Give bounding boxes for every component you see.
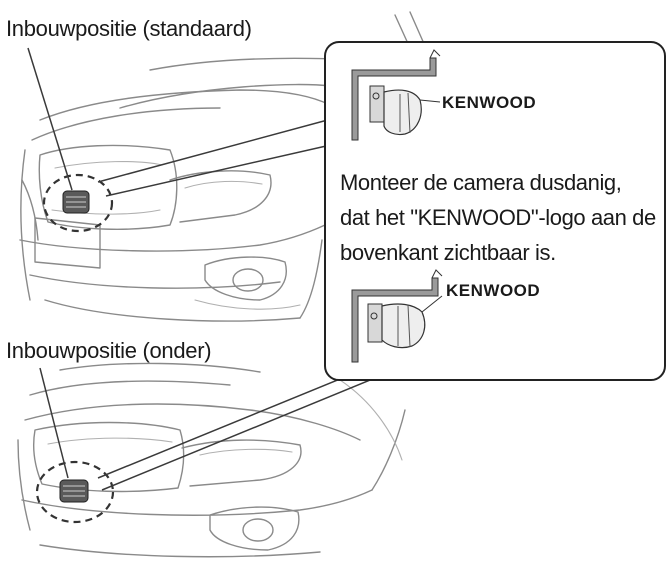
instruction-line-3: bovenkant zichtbaar is. [340, 240, 556, 265]
mount-detail-upper [351, 49, 441, 141]
connector-line-upper-a [97, 117, 336, 183]
leader-line-lower [39, 367, 69, 479]
camera-lower-position [59, 479, 89, 503]
connector-line-upper-b [105, 143, 336, 197]
highlight-circle-lower [35, 460, 115, 524]
camera-standard-position [62, 190, 90, 214]
label-position-lower: Inbouwpositie (onder) [6, 338, 211, 363]
connector-line-lower-a [97, 369, 363, 479]
connector-line-lower-b [101, 377, 376, 491]
brand-label-upper: KENWOOD [442, 93, 536, 112]
brand-label-lower: KENWOOD [446, 281, 540, 300]
instruction-line-1: Monteer de camera dusdanig, [340, 170, 621, 195]
mount-detail-lower [351, 269, 443, 363]
highlight-circle-standard [42, 173, 114, 233]
label-position-standard: Inbouwpositie (standaard) [6, 16, 252, 41]
instruction-line-2: dat het "KENWOOD"-logo aan de [340, 205, 656, 230]
leader-line-standard [27, 47, 73, 191]
car-front-lower [17, 362, 406, 558]
